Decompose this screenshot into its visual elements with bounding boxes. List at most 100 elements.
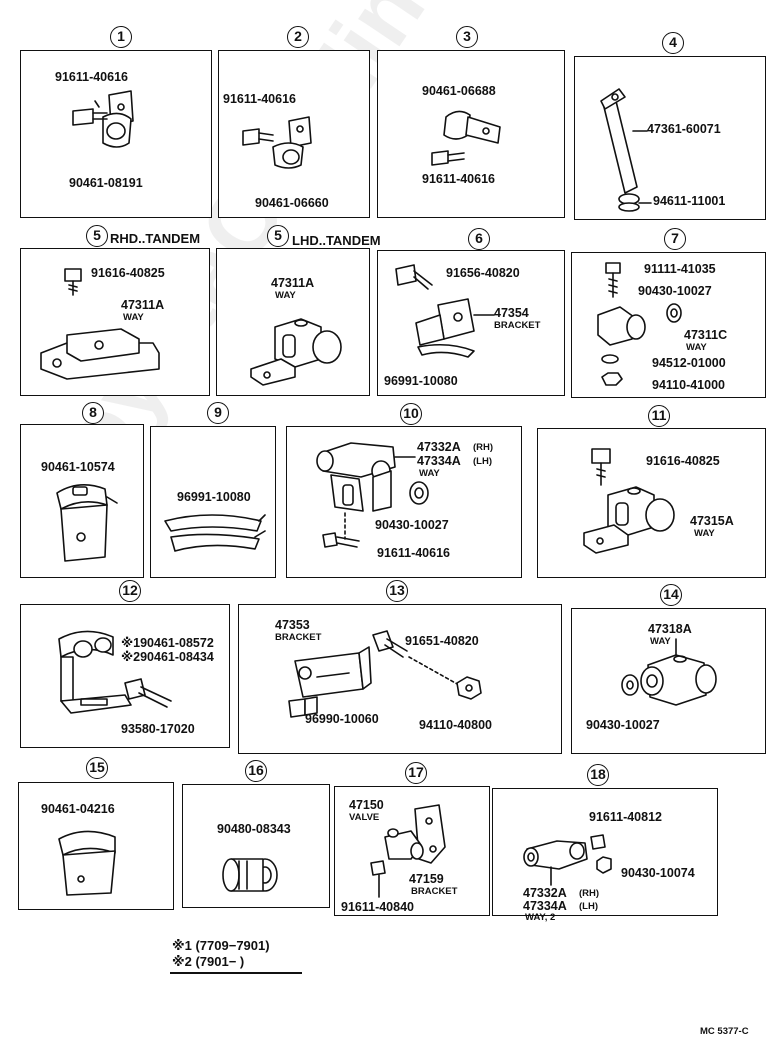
panel-5-lhd: 47311A WAY [216, 248, 370, 396]
panel-14: 47318A WAY 90430-10027 [571, 608, 766, 754]
callout-7: 7 [664, 228, 686, 250]
bolt-way-washer-illustration [597, 262, 682, 386]
callout-15: 15 [86, 757, 108, 779]
part-number: 47332A [523, 886, 567, 900]
part-number: 47332A [417, 440, 461, 454]
part-number: 90430-10027 [586, 718, 660, 732]
panel-12: ※190461-08572 ※290461-08434 93580-17020 [20, 604, 230, 748]
way-block-illustration [40, 268, 160, 380]
part-descriptor: WAY, 2 [525, 912, 556, 923]
part-descriptor: BRACKET [275, 632, 322, 643]
part-number: 47150 [349, 798, 384, 812]
part-number: 91111-41035 [644, 262, 716, 276]
part-side: (RH) [579, 888, 600, 899]
part-side: (LH) [473, 456, 492, 467]
callout-1: 1 [110, 26, 132, 48]
part-number: 94512-01000 [652, 356, 726, 370]
callout-14: 14 [660, 584, 682, 606]
part-number: 94110-40800 [419, 718, 492, 732]
spring-clip-illustration [164, 514, 266, 552]
way-fitting-illustration [583, 448, 675, 554]
part-number: 47311C [684, 328, 728, 342]
callout-4: 4 [662, 32, 684, 54]
panel-1: 91611-40616 90461-08191 [20, 50, 212, 218]
way-washer-illustration [621, 638, 717, 706]
part-descriptor: WAY [650, 636, 671, 647]
part-number: 47334A [523, 899, 567, 913]
callout-13: 13 [386, 580, 408, 602]
part-number: 90461-06660 [255, 196, 329, 210]
part-number: 90461-10574 [41, 460, 115, 474]
clip-illustration [58, 830, 116, 896]
part-number: 91611-40840 [341, 900, 414, 914]
callout-18: 18 [587, 764, 609, 786]
way-bolt-illustration [523, 834, 612, 886]
part-number: 94611-11001 [653, 194, 726, 208]
part-number: 90430-10074 [621, 866, 695, 880]
part-descriptor: BRACKET [411, 886, 458, 897]
part-number: 94110-41000 [652, 378, 725, 392]
part-descriptor: BRACKET [494, 320, 541, 331]
bracket-illustration [395, 264, 495, 358]
callout-5: 5 [86, 225, 108, 247]
part-number: 91611-40616 [422, 172, 495, 186]
part-descriptor: WAY [275, 290, 296, 301]
panel-3: 90461-06688 91611-40616 [377, 50, 565, 218]
callout-3: 3 [456, 26, 478, 48]
panel-11: 91616-40825 47315A WAY [537, 428, 766, 578]
panel-16: 90480-08343 [182, 784, 330, 908]
panel-9: 96991-10080 [150, 426, 276, 578]
callout-5: 5 [267, 225, 289, 247]
part-number: 47334A [417, 454, 461, 468]
part-number: 90461-08191 [69, 176, 143, 190]
part-descriptor: WAY [123, 312, 144, 323]
part-descriptor: WAY [419, 468, 440, 479]
callout-10: 10 [400, 403, 422, 425]
callout-9: 9 [207, 402, 229, 424]
callout-17: 17 [405, 762, 427, 784]
panel-15: 90461-04216 [18, 782, 174, 910]
part-number: 47353 [275, 618, 310, 632]
part-number: 47318A [648, 622, 692, 636]
figure-code: MC 5377-C [700, 1026, 749, 1037]
panel-6: 91656-40820 47354 BRACKET 96991-10080 [377, 250, 565, 396]
support-rod-illustration [600, 88, 652, 212]
panel-2: 91611-40616 90461-06660 [218, 50, 370, 218]
panel-7: 91111-41035 90430-10027 47311C WAY 94512… [571, 252, 766, 398]
part-number: 91611-40616 [377, 546, 450, 560]
legend-line-2: ※2 (7901− ) [172, 954, 245, 969]
clamp-bolt-illustration [431, 110, 501, 166]
legend-underline [170, 972, 302, 974]
callout-6: 6 [468, 228, 490, 250]
callout-2: 2 [287, 26, 309, 48]
part-number: 91611-40812 [589, 810, 662, 824]
panel-8: 90461-10574 [20, 424, 144, 578]
part-side: (RH) [473, 442, 494, 453]
part-number: 47311A [271, 276, 315, 290]
part-number: 90430-10027 [638, 284, 712, 298]
part-number: 91616-40825 [91, 266, 165, 280]
callout-8: 8 [82, 402, 104, 424]
part-number: 90480-08343 [217, 822, 291, 836]
part-number: 90461-06688 [422, 84, 496, 98]
callout-11: 11 [648, 405, 670, 427]
part-descriptor: VALVE [349, 812, 380, 823]
part-number: 91651-40820 [405, 634, 479, 648]
grommet-illustration [222, 858, 278, 892]
panel-10: 47332A (RH) 47334A (LH) WAY 90430-10027 … [286, 426, 522, 578]
part-number: 96991-10080 [384, 374, 458, 388]
valve-bracket-illustration [370, 804, 446, 898]
panel-heading: LHD..TANDEM [292, 233, 381, 248]
panel-5-rhd: 91616-40825 47311A WAY [20, 248, 210, 396]
part-number: ※190461-08572 [121, 636, 214, 650]
panel-13: 47353 BRACKET 91651-40820 96990-10060 94… [238, 604, 562, 754]
part-number: ※290461-08434 [121, 650, 214, 664]
part-number: 47354 [494, 306, 529, 320]
part-descriptor: WAY [694, 528, 715, 539]
part-number: 93580-17020 [121, 722, 195, 736]
part-number: 47311A [121, 298, 165, 312]
part-number: 47361-60071 [647, 122, 721, 136]
part-descriptor: WAY [686, 342, 707, 353]
bracket-bolt-nut-illustration [288, 630, 482, 718]
part-side: (LH) [579, 901, 598, 912]
